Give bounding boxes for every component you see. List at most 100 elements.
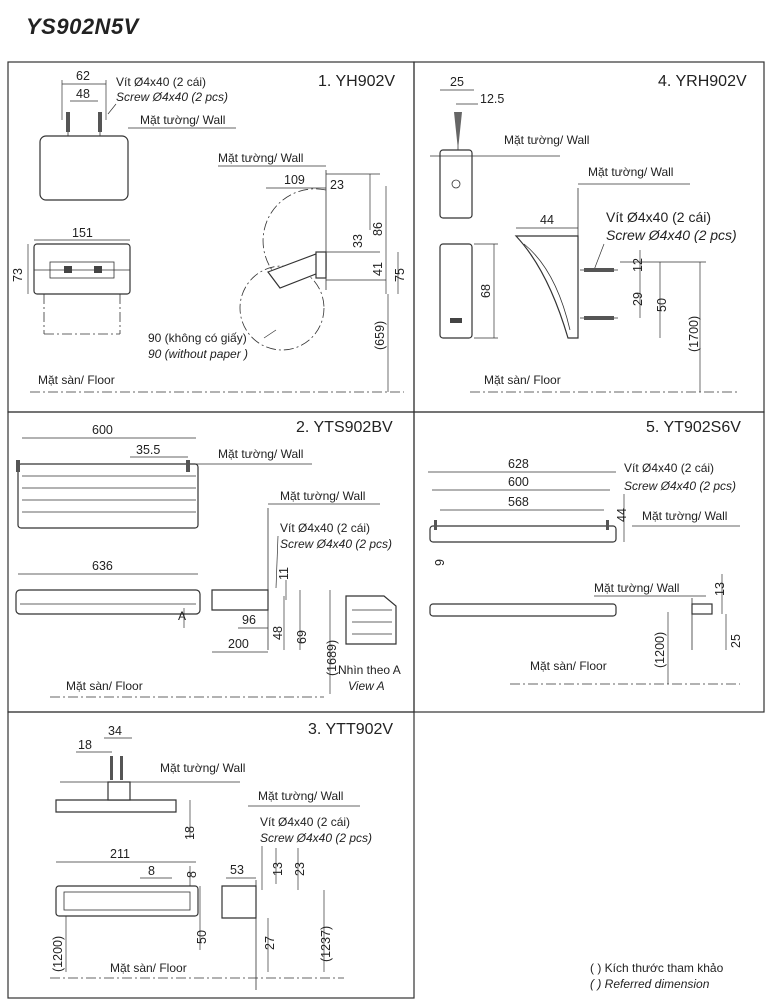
wall-label-2b: Mặt tường/ Wall <box>280 489 365 503</box>
dim-35-5: 35.5 <box>136 443 160 457</box>
screw-label-5-en: Screw Ø4x40 (2 pcs) <box>624 479 736 493</box>
hook-front-view <box>439 243 473 339</box>
robe-hook-side <box>514 235 579 339</box>
legend-en: ( ) Referred dimension <box>590 977 710 991</box>
shelf-view-a <box>345 595 397 645</box>
paper-roll-circle <box>239 265 325 351</box>
dim-1237: (1237) <box>319 926 333 962</box>
floor-label: Mặt sàn/ Floor <box>38 373 115 387</box>
panel-5-title: 5. YT902S6V <box>646 419 741 436</box>
floor-label-2: Mặt sàn/ Floor <box>66 679 143 693</box>
dim-12: 12 <box>631 258 645 272</box>
dim-75: 75 <box>393 268 407 282</box>
dim-1700: (1700) <box>687 316 701 352</box>
dim-211: 211 <box>110 847 130 861</box>
dim-13: 13 <box>713 582 727 596</box>
dim-600: 600 <box>92 423 113 437</box>
dim-23: 23 <box>293 862 307 876</box>
screw-icon <box>584 316 614 320</box>
dim-41: 41 <box>371 262 385 276</box>
wall-label-2: Mặt tường/ Wall <box>218 151 303 165</box>
dim-9: 9 <box>433 559 447 566</box>
towel-bar-top <box>429 603 617 617</box>
screw-label-4-en: Screw Ø4x40 (2 pcs) <box>606 227 737 243</box>
towel-bar-side <box>691 603 713 615</box>
dim-600: 600 <box>508 475 529 489</box>
dim-1689: (1689) <box>325 640 339 676</box>
dim-27: 27 <box>263 936 277 950</box>
dim-44: 44 <box>540 213 554 227</box>
screw-label-2-vi: Vít Ø4x40 (2 cái) <box>280 521 370 535</box>
screw-icon <box>584 268 614 272</box>
screw-icon <box>66 112 70 132</box>
dim-23: 23 <box>330 178 344 192</box>
panel-ytt902v: 3. YTT902V 34 18 Mặt tường/ Wall 18 211 … <box>50 721 393 990</box>
shelf-rail-view <box>15 589 201 615</box>
wall-label-3b: Mặt tường/ Wall <box>258 789 343 803</box>
dim-25: 25 <box>450 75 464 89</box>
wall-label-5b: Mặt tường/ Wall <box>594 581 679 595</box>
view-a-label-en: View A <box>348 679 385 693</box>
wall-label-4a: Mặt tường/ Wall <box>504 133 589 147</box>
panel-frames <box>7 61 765 999</box>
dim-659: (659) <box>373 321 387 350</box>
dim-628: 628 <box>508 457 529 471</box>
paper-roll-outline <box>262 188 327 271</box>
dim-53: 53 <box>230 863 244 877</box>
dim-50: 50 <box>195 930 209 944</box>
no-paper-note-en: 90 (without paper ) <box>148 347 248 361</box>
view-a-label-vi: Nhìn theo A <box>338 663 401 677</box>
shelf-front-view <box>17 463 199 529</box>
dim-62: 62 <box>76 69 90 83</box>
holder-top-view <box>33 243 131 295</box>
paper-holder-side <box>221 885 257 919</box>
floor-label-4: Mặt sàn/ Floor <box>484 373 561 387</box>
dim-12-5: 12.5 <box>480 92 504 106</box>
dim-69: 69 <box>295 630 309 644</box>
screw-label-5-vi: Vít Ø4x40 (2 cái) <box>624 461 714 475</box>
dim-73: 73 <box>11 268 25 282</box>
dim-48: 48 <box>271 626 285 640</box>
panel-yts902bv: 2. YTS902BV 600 35.5 Mặt tường/ Wall 636… <box>15 419 401 698</box>
floor-label-5: Mặt sàn/ Floor <box>530 659 607 673</box>
dim-8b: 8 <box>185 871 199 878</box>
screw-label-3-vi: Vít Ø4x40 (2 cái) <box>260 815 350 829</box>
screw-label-2-en: Screw Ø4x40 (2 pcs) <box>280 537 392 551</box>
screw-icon <box>454 112 462 150</box>
panel-yt902s6v: 5. YT902S6V 628 600 568 Vít Ø4x40 (2 cái… <box>428 419 743 685</box>
floor-label-3: Mặt sàn/ Floor <box>110 961 187 975</box>
panel-yrh902v: 4. YRH902V 25 12.5 Mặt tường/ Wall 68 Mặ… <box>430 73 747 393</box>
hook-front-top <box>439 149 473 219</box>
screw-icon <box>120 756 123 780</box>
towel-bar-front <box>429 525 617 543</box>
view-a-marker: A <box>178 609 186 623</box>
wall-label-3a: Mặt tường/ Wall <box>160 761 245 775</box>
screw-icon <box>98 112 102 132</box>
wall-label-5a: Mặt tường/ Wall <box>642 509 727 523</box>
panel-4-title: 4. YRH902V <box>658 73 747 90</box>
shelf-side-view <box>211 589 269 611</box>
dim-68: 68 <box>479 284 493 298</box>
dim-34: 34 <box>108 724 122 738</box>
wall-label-4b: Mặt tường/ Wall <box>588 165 673 179</box>
screw-label-vi: Vít Ø4x40 (2 cái) <box>116 75 206 89</box>
dim-11: 11 <box>277 567 291 580</box>
dim-13: 13 <box>271 862 285 876</box>
dim-25: 25 <box>729 634 743 648</box>
dim-29: 29 <box>631 292 645 306</box>
panel-2-title: 2. YTS902BV <box>296 419 393 436</box>
screw-label-4-vi: Vít Ø4x40 (2 cái) <box>606 209 711 225</box>
dim-50: 50 <box>655 298 669 312</box>
panel-yh902v: 1. YH902V 62 48 Vít Ø4x40 (2 cái) Screw … <box>11 69 407 393</box>
screw-label-3-en: Screw Ø4x40 (2 pcs) <box>260 831 372 845</box>
dim-200: 200 <box>228 637 249 651</box>
dim-96: 96 <box>242 613 256 627</box>
legend-vi: ( ) Kích thước tham khảo <box>590 961 724 975</box>
screw-label-en: Screw Ø4x40 (2 pcs) <box>116 90 228 104</box>
panel-3-title: 3. YTT902V <box>308 721 393 738</box>
wall-label: Mặt tường/ Wall <box>140 113 225 127</box>
screw-icon <box>110 756 113 780</box>
dim-33: 33 <box>351 234 365 248</box>
dim-1200: (1200) <box>51 936 65 972</box>
dim-568: 568 <box>508 495 529 509</box>
